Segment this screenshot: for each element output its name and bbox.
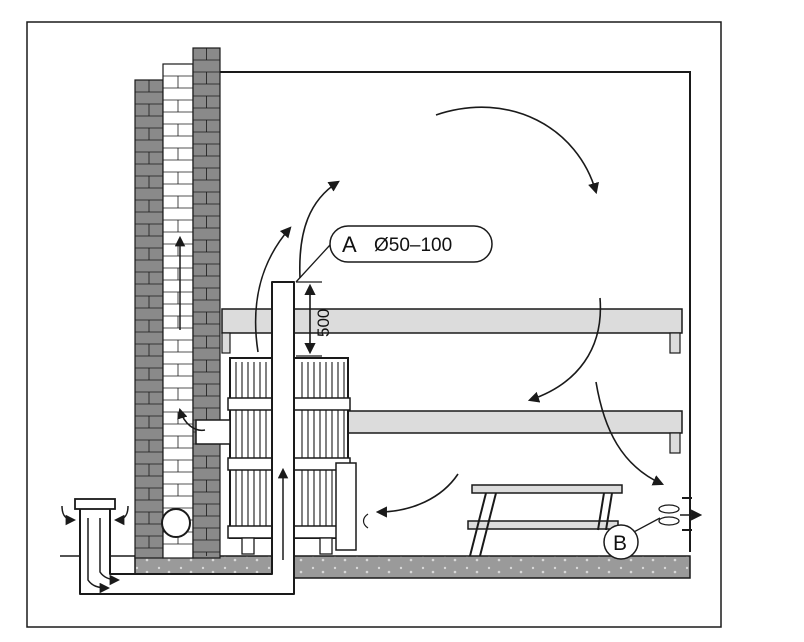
stove-inlet-wave — [362, 513, 369, 529]
callout-a-text: Ø50–100 — [374, 235, 452, 256]
callout-b-letter: B — [613, 532, 627, 555]
brick-chimney — [134, 47, 221, 559]
stove-rise-arrow-right — [299, 180, 340, 279]
flue-connector — [195, 419, 231, 445]
callout-b: B — [603, 524, 639, 560]
upper-bench — [221, 308, 683, 354]
intake-down-arrow-1 — [87, 518, 111, 594]
intake-pipe — [79, 281, 295, 595]
ceiling-flow-arrow — [435, 106, 599, 195]
flue-arrow — [177, 407, 206, 432]
intake-pipe-cap — [74, 498, 116, 510]
callout-a: A Ø50–100 — [295, 225, 493, 283]
floor-return-arrow — [375, 473, 459, 518]
intake-swirl-right-arrow — [113, 505, 129, 526]
outer-frame — [26, 21, 722, 628]
dimension-label: 500 — [314, 309, 333, 337]
room-wall — [220, 71, 691, 552]
callout-a-letter: A — [342, 232, 357, 257]
lower-bench — [337, 410, 683, 454]
downflow-arrow — [527, 297, 602, 403]
footstool — [467, 484, 623, 557]
intake-swirl-left-arrow — [61, 505, 77, 526]
intake-down-arrow-2 — [99, 518, 121, 586]
exhaust-flow-arrow — [595, 381, 665, 486]
dimension-line — [296, 281, 322, 357]
chimney-pipe — [161, 508, 191, 538]
stove-rise-arrow-left — [254, 226, 292, 353]
